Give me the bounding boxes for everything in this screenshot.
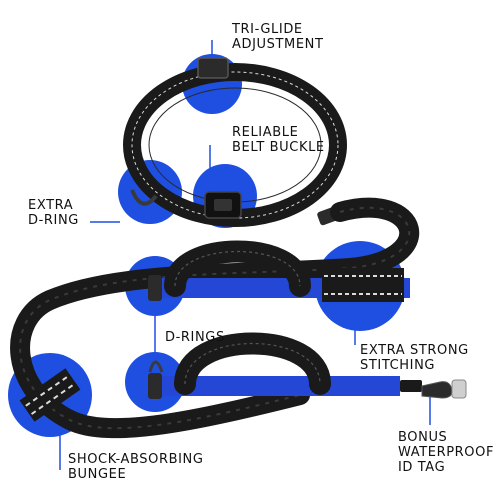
stitching-closeup xyxy=(322,268,404,302)
tri-glide-label-line1: TRI-GLIDE xyxy=(232,22,303,37)
id-tag-label-line3: ID TAG xyxy=(398,460,446,475)
stitching-label-line1: EXTRA STRONG xyxy=(360,343,469,358)
tri-glide-label-line2: ADJUSTMENT xyxy=(232,37,324,52)
waist-belt xyxy=(123,57,347,227)
stitching-label-line2: STITCHING xyxy=(360,358,436,373)
extra-d-ring-label-line1: EXTRA xyxy=(28,198,74,213)
id-tag-label: BONUS WATERPROOF ID TAG xyxy=(398,430,494,475)
belt-buckle-label-line1: RELIABLE xyxy=(232,125,299,140)
id-tag xyxy=(451,379,467,399)
belt-buckle-label: RELIABLE BELT BUCKLE xyxy=(232,125,325,155)
lower-handle xyxy=(148,332,400,399)
bungee-label-line1: SHOCK-ABSORBING xyxy=(68,452,204,467)
d-rings-label: D-RINGS xyxy=(165,330,225,345)
bungee-closeup xyxy=(19,368,81,422)
tri-glide xyxy=(197,57,229,79)
id-tag-label-line2: WATERPROOF xyxy=(398,445,495,460)
extra-d-ring xyxy=(130,189,158,206)
bungee-label: SHOCK-ABSORBING BUNGEE xyxy=(68,452,204,482)
d-rings-label-line1: D-RINGS xyxy=(165,330,225,345)
tri-glide-label: TRI-GLIDE ADJUSTMENT xyxy=(232,22,324,52)
bungee-label-line2: BUNGEE xyxy=(68,467,127,482)
snap-hook xyxy=(400,379,467,399)
extra-d-ring-label: EXTRA D-RING xyxy=(28,198,79,228)
stitching-label: EXTRA STRONG STITCHING xyxy=(360,343,469,373)
id-tag-label-line1: BONUS xyxy=(398,430,448,445)
bungee-section xyxy=(10,197,420,439)
extra-d-ring-label-line2: D-RING xyxy=(28,213,79,228)
belt-buckle-label-line2: BELT BUCKLE xyxy=(232,140,325,155)
